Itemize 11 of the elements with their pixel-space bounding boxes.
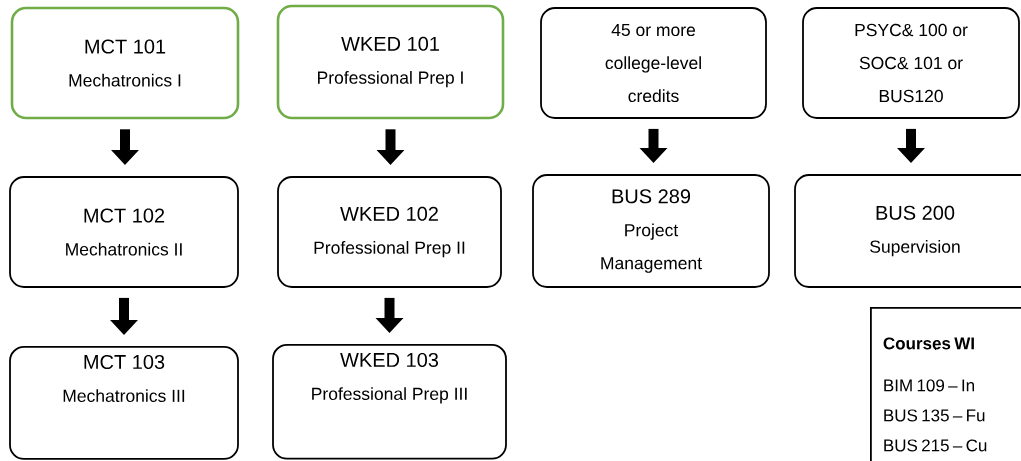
course-box: BUS 289 Project Management [532, 174, 770, 288]
course-box: WKED 102 Professional Prep II [277, 176, 502, 288]
course-box: MCT 102 Mechatronics II [9, 176, 239, 288]
course-list-box: Courses WI BIM 109 – In BUS 135 – Fu BUS 215 – Cu [870, 307, 1021, 461]
course-box: PSYC& 100 or SOC& 101 or BUS120 [802, 7, 1020, 119]
course-box: WKED 101 Professional Prep I [276, 4, 505, 120]
course-box: BUS 200 Supervision [794, 174, 1021, 288]
course-box: MCT 103 Mechatronics III [9, 346, 239, 460]
course-box: WKED 103 Professional Prep III [272, 344, 507, 460]
course-box: 45 or more college-level credits [540, 7, 767, 119]
course-box: MCT 101 Mechatronics I [10, 6, 240, 120]
